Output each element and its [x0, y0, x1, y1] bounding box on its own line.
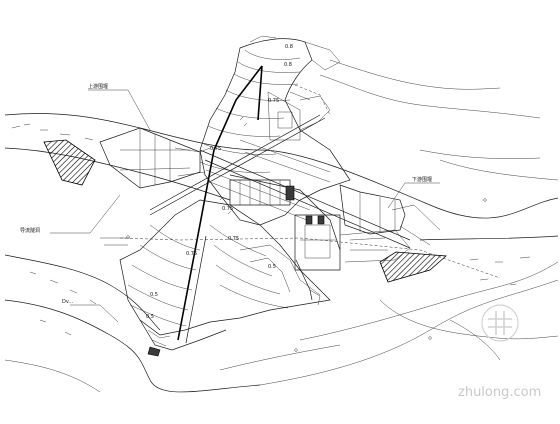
river-left-label: Dv... [62, 299, 74, 305]
dim-label-075c: 0.75 [222, 206, 233, 212]
river-flow-marks [11, 123, 531, 336]
upper-cofferdam-label: 上游围堰 [88, 83, 108, 90]
dim-label-075a: 0.75 [268, 98, 279, 104]
powerhouse-block [229, 179, 411, 271]
watermark-text: zhulong.com [458, 385, 541, 400]
text-labels: 上游围堰 导流隧洞 下游围堰 Dv... 0.8 0.8 0.75 0.75 0… [20, 44, 432, 320]
dim-label-05a: 0.5 [150, 292, 158, 298]
dim-label-08a: 0.8 [285, 44, 293, 50]
dim-label-05c: 0.5 [268, 264, 276, 270]
dim-label-075e: 0.75 [186, 251, 197, 257]
lower-cofferdam [339, 184, 447, 283]
river-banks [4, 59, 559, 393]
watermark-logo: zhulong.com [458, 304, 541, 400]
downstream-slope [119, 199, 331, 357]
dim-label-075b: 0.75 [210, 146, 221, 152]
upper-cofferdam [43, 127, 211, 189]
dim-label-075d: 0.75 [228, 236, 239, 242]
survey-marks [126, 116, 487, 352]
dam-axis [100, 65, 501, 344]
dim-label-05b: 0.5 [146, 314, 154, 320]
diversion-tunnel-label: 导流隧洞 [20, 227, 40, 234]
label-leaders [50, 89, 440, 323]
lower-cofferdam-label: 下游围堰 [412, 176, 432, 183]
watermark-icon [481, 304, 519, 342]
dim-label-08b: 0.8 [284, 62, 292, 68]
